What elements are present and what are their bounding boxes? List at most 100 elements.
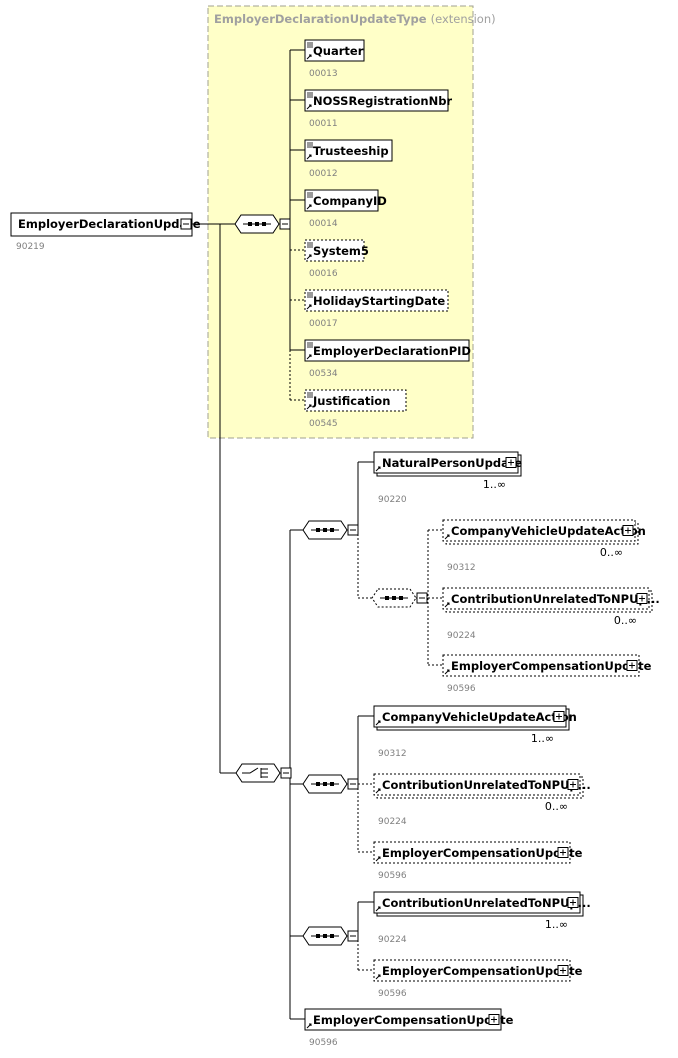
element-type-icon (444, 602, 450, 608)
element-code: 00012 (309, 169, 338, 179)
element-type-icon (306, 392, 313, 410)
element-label: ContributionUnrelatedToNPUp... (382, 896, 591, 910)
root-code: 90219 (16, 242, 45, 252)
element-type-icon (375, 974, 381, 980)
extension-title: EmployerDeclarationUpdateType(extension) (214, 12, 496, 26)
expand-icon[interactable] (636, 593, 648, 604)
collapse-icon[interactable] (416, 592, 428, 604)
element-label: EmployerDeclarationPID (313, 344, 471, 358)
element-node[interactable]: NaturalPersonUpdate 1..∞ 90220 (373, 451, 522, 505)
element-node[interactable]: System5 00016 (304, 239, 369, 279)
element-code: 00013 (309, 69, 338, 79)
element-type-icon (306, 192, 313, 210)
element-label: CompanyVehicleUpdateAction (451, 524, 646, 538)
element-label: EmployerCompensationUpdate (382, 964, 583, 978)
expand-icon[interactable] (553, 711, 565, 722)
element-code: 00534 (309, 369, 338, 379)
element-type-icon (375, 466, 381, 472)
collapse-icon[interactable] (347, 930, 359, 942)
root-element[interactable]: EmployerDeclarationUpdate 90219 (10, 212, 201, 252)
collapse-icon[interactable] (279, 218, 291, 230)
cardinality: 1..∞ (545, 918, 568, 931)
element-node[interactable]: HolidayStartingDate 00017 (304, 289, 449, 329)
element-label: Trusteeship (313, 144, 389, 158)
element-type-icon (375, 856, 381, 862)
cardinality: 0..∞ (600, 546, 623, 559)
element-type-icon (306, 1023, 312, 1029)
element-label: CompanyID (313, 194, 387, 208)
element-code: 90224 (378, 935, 407, 945)
expand-icon[interactable] (626, 660, 638, 671)
expand-icon[interactable] (567, 897, 579, 908)
element-code: 00014 (309, 219, 338, 229)
element-type-icon (306, 142, 313, 160)
cardinality: 0..∞ (614, 614, 637, 627)
element-label: CompanyVehicleUpdateAction (382, 710, 577, 724)
element-type-icon (375, 720, 381, 726)
root-label: EmployerDeclarationUpdate (18, 217, 201, 231)
element-type-icon (306, 92, 313, 110)
element-node[interactable]: EmployerCompensationUpdate 90596 (373, 841, 583, 881)
element-nodes: Quarter00013NOSSRegistrationNbr00011Trus… (304, 39, 660, 1048)
collapse-icon[interactable] (280, 767, 292, 779)
element-code: 90312 (378, 749, 407, 759)
element-code: 90220 (378, 495, 407, 505)
element-label: ContributionUnrelatedToNPUp... (382, 778, 591, 792)
element-code: 00017 (309, 319, 338, 329)
element-label: NaturalPersonUpdate (382, 456, 522, 470)
element-type-icon (306, 242, 313, 260)
element-type-icon (375, 788, 381, 794)
expand-icon[interactable] (557, 847, 569, 858)
connector-lines (192, 49, 443, 1020)
sequence-compositor[interactable] (302, 926, 359, 946)
expand-icon[interactable] (488, 1014, 500, 1025)
element-code: 90596 (447, 684, 476, 694)
element-node[interactable]: CompanyVehicleUpdateAction 0..∞ 90312 (442, 519, 646, 573)
element-code: 90596 (378, 989, 407, 999)
element-label: EmployerCompensationUpdate (313, 1013, 514, 1027)
element-node[interactable]: CompanyVehicleUpdateAction 1..∞ 90312 (373, 705, 577, 759)
element-node[interactable]: Trusteeship 00012 (304, 139, 393, 179)
element-node[interactable]: ContributionUnrelatedToNPUp... 1..∞ 90224 (373, 891, 591, 945)
collapse-icon[interactable] (347, 778, 359, 790)
cardinality: 1..∞ (531, 732, 554, 745)
element-code: 90596 (378, 871, 407, 881)
element-node[interactable]: ContributionUnrelatedToNPUp...0..∞90224 (373, 773, 591, 827)
element-node[interactable]: ContributionUnrelatedToNPUp...0..∞90224 (442, 587, 660, 641)
sequence-compositor[interactable] (234, 214, 291, 234)
element-label: Justification (312, 394, 390, 408)
expand-icon[interactable] (505, 457, 517, 468)
expand-icon[interactable] (557, 965, 569, 976)
element-node[interactable]: EmployerDeclarationPID 00534 (304, 339, 471, 379)
element-code: 90224 (378, 817, 407, 827)
element-label: NOSSRegistrationNbr (313, 94, 452, 108)
element-label: System5 (313, 244, 369, 258)
collapse-icon[interactable] (347, 524, 359, 536)
choice-compositor[interactable] (235, 763, 292, 783)
element-node[interactable]: EmployerCompensationUpdate 90596 (373, 959, 583, 999)
element-code: 90596 (309, 1038, 338, 1048)
element-code: 90312 (447, 563, 476, 573)
sequence-compositor-optional[interactable] (371, 588, 428, 608)
element-type-icon (444, 669, 450, 675)
expand-icon[interactable] (622, 525, 634, 536)
sequence-compositor[interactable] (302, 520, 359, 540)
element-node[interactable]: EmployerCompensationUpdate 90596 (442, 654, 652, 694)
sequence-compositor[interactable] (302, 774, 359, 794)
cardinality: 1..∞ (483, 478, 506, 491)
element-label: HolidayStartingDate (313, 294, 445, 308)
element-code: 00016 (309, 269, 338, 279)
collapse-icon[interactable] (180, 218, 192, 230)
element-node[interactable]: EmployerCompensationUpdate 90596 (304, 1008, 514, 1048)
element-label: EmployerCompensationUpdate (451, 659, 652, 673)
element-label: ContributionUnrelatedToNPUp... (451, 592, 660, 606)
element-type-icon (306, 342, 313, 360)
element-node[interactable]: CompanyID 00014 (304, 189, 387, 229)
compositors (234, 214, 428, 946)
element-label: EmployerCompensationUpdate (382, 846, 583, 860)
expand-icon[interactable] (567, 779, 579, 790)
element-type-icon (375, 906, 381, 912)
